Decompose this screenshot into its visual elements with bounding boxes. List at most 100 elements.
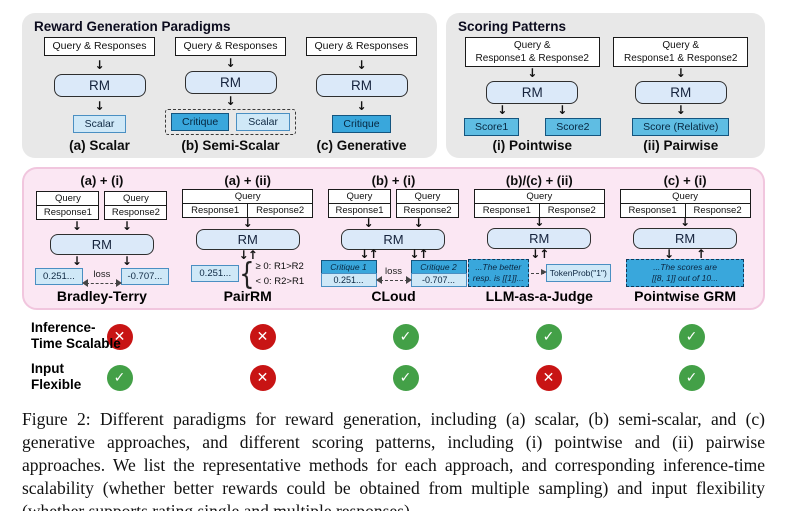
rule-negative: < 0: R2>R1 [255,275,305,287]
arrow-down-up-icon: ↓↑ [359,247,378,262]
pattern-caption: (ii) Pairwise [643,137,719,153]
arrow-down-up-icon: ↓↑ [409,247,428,262]
scoring-patterns-title: Scoring Patterns [458,19,567,34]
input-box: Query Response1 [36,190,100,220]
arrow-down-icon: ↓ [121,254,132,269]
rm-box: RM [195,229,300,251]
pattern-pairwise: Query & Response1 & Response2 ↓ RM ↓ Sco… [607,36,756,154]
arrow-down-icon: ↓ [121,219,132,234]
critique-score-box: Critique 2 -0.707... [410,260,467,288]
arrow-down-icon: ↓ [225,94,236,109]
paradigm-generative: Query & Responses ↓ RM ↓ Critique (c) Ge… [296,36,427,154]
judgment-text-box: ...The better resp. is [[1]]... [467,259,529,288]
rm-box: RM [486,80,579,104]
reward-generation-title: Reward Generation Paradigms [34,19,231,34]
scalar-output-box: Scalar [236,113,290,131]
mark-icon: ✓ [392,323,419,350]
method-name: LLM-as-a-Judge [485,287,593,304]
input-box: Query Response1 [327,189,391,219]
mark-icon: ✓ [106,364,133,391]
arrow-down-icon: ↓ [356,98,367,113]
scalar-output-box: Scalar [72,115,127,134]
paradigm-caption: (b) Semi-Scalar [181,137,280,153]
mark-icon: ✕ [106,323,133,350]
mark-icon: ✓ [535,323,562,350]
input-box: Query Response1 Response2 [619,188,751,218]
top-panels: Reward Generation Paradigms Query & Resp… [0,0,787,158]
rm-box: RM [487,228,592,250]
critique-output-box: Critique [171,113,230,131]
methods-panel: (a) + (i) Query Response1 Query Response… [22,167,765,310]
pattern-pointwise: Query & Response1 & Response2 ↓ RM ↓ ↓ S… [458,36,607,154]
input-box: Query & Response1 & Response2 [464,37,600,67]
arrow-down-icon: ↓ [534,215,545,230]
mark-icon: ✕ [249,364,276,391]
loss-label: loss [93,268,111,280]
method-name: PairRM [223,287,272,304]
arrow-up-icon: ↑ [696,246,707,261]
method-name: Pointwise GRM [634,287,737,304]
arrow-down-icon: ↓ [675,103,686,118]
mark-icon: ✓ [392,364,419,391]
rm-box: RM [633,228,738,250]
evaluation-rows: Inference- Time Scalable ✕ ✕ ✓ ✓ ✓ Input… [22,316,765,398]
input-box: Query & Response1 & Response2 [613,37,749,67]
row-inference-time-scalable: Inference- Time Scalable ✕ ✕ ✓ ✓ ✓ [22,316,765,357]
loss-label: loss [385,265,402,277]
combo-label: (b) + (i) [371,173,416,188]
method-pointwise-grm: (c) + (i) Query Response1 Response2 ↓ RM… [612,173,758,304]
reward-generation-panel: Reward Generation Paradigms Query & Resp… [22,13,437,158]
loss-arrow-icon [375,275,412,284]
row-input-flexible: Input Flexible ✓ ✕ ✓ ✕ ✓ [22,357,765,398]
rm-box: RM [634,80,727,104]
arrow-down-icon: ↓ [497,103,508,118]
arrow-down-icon: ↓ [680,215,691,230]
arrow-down-icon: ↓ [356,57,367,72]
arrow-down-icon: ↓ [363,215,374,230]
arrow-down-icon: ↓ [94,98,105,113]
input-box: Query Response1 Response2 [182,189,314,219]
semi-scalar-output-group: Critique Scalar [165,109,296,135]
combo-label: (c) + (i) [663,173,707,188]
paradigm-scalar: Query & Responses ↓ RM ↓ Scalar (a) Scal… [34,36,165,154]
method-pairrm: (a) + (ii) Query Response1 Response2 ↓ R… [175,173,321,304]
arrow-down-icon: ↓ [675,66,686,81]
reward-value-box: 0.251... [191,265,240,283]
rm-box: RM [53,74,146,98]
row-label: Inference- Time Scalable [31,319,121,352]
arrow-down-icon: ↓ [557,103,568,118]
arrow-down-icon: ↓ [94,57,105,72]
score2-box: Score2 [545,117,601,136]
rm-box: RM [184,71,277,95]
method-name: CLoud [371,287,416,304]
arrow-down-icon: ↓ [71,219,82,234]
input-box: Query & Responses [174,37,287,57]
loss-arrow-icon [81,278,122,287]
scores-text-box: ...The scores are [[8, 1]] out of 10... [626,259,745,288]
mark-icon: ✕ [249,323,276,350]
reward-value-box: -0.707... [120,268,169,286]
method-name: Bradley-Terry [56,287,147,304]
input-box: Query & Responses [305,37,418,57]
brace-icon: { [239,256,255,292]
arrow-down-icon: ↓ [242,216,253,231]
reward-value-box: 0.251... [34,268,83,286]
paradigm-caption: (c) Generative [316,137,407,153]
arrow-down-icon: ↓ [664,246,675,261]
arrow-down-icon: ↓ [527,66,538,81]
scoring-patterns-panel: Scoring Patterns Query & Response1 & Res… [446,13,765,158]
pattern-caption: (i) Pointwise [492,137,572,153]
figure-caption: Figure 2: Different paradigms for reward… [22,409,765,511]
arrow-down-up-icon: ↓↑ [530,246,549,261]
relative-score-box: Score (Relative) [632,117,730,136]
arrow-down-icon: ↓ [413,215,424,230]
input-box: Query Response2 [104,190,168,220]
mark-icon: ✓ [678,364,705,391]
critique-output-box: Critique [332,115,391,134]
mark-icon: ✓ [678,323,705,350]
method-bradley-terry: (a) + (i) Query Response1 Query Response… [29,173,175,304]
score1-box: Score1 [463,117,520,136]
arrow-down-up-icon: ↓↑ [238,248,258,263]
rm-box: RM [315,74,408,98]
